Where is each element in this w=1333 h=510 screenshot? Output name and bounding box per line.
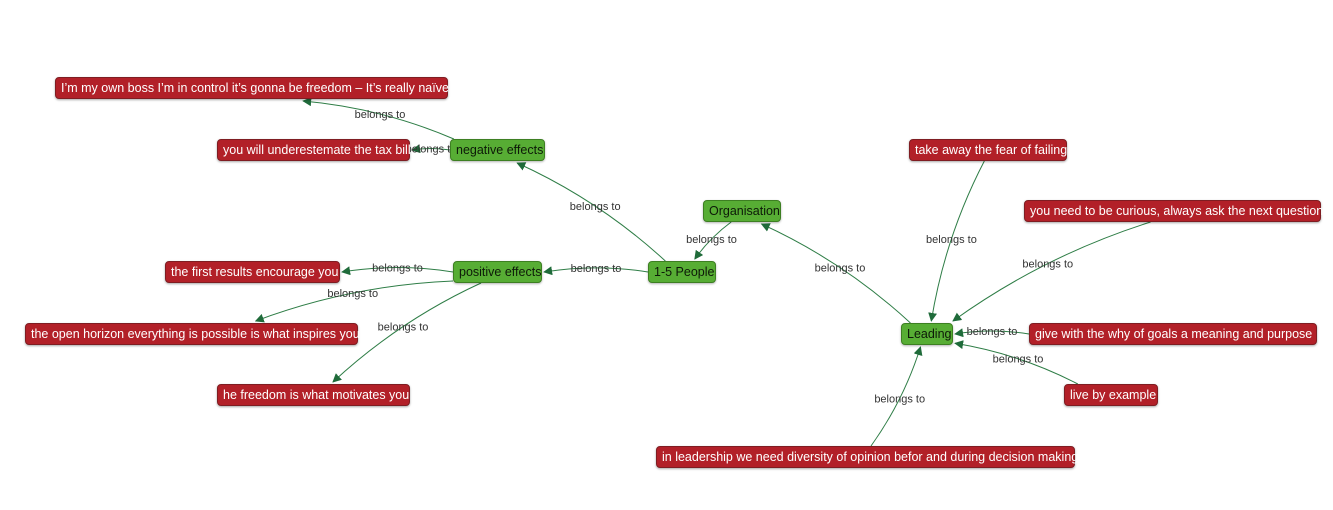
node-leading[interactable]: Leading — [901, 323, 953, 345]
node-curious[interactable]: you need to be curious, always ask the n… — [1024, 200, 1323, 222]
node-fear-failing[interactable]: take away the fear of failing — [909, 139, 1067, 161]
node-organisation[interactable]: Organisation — [703, 200, 781, 222]
edge-label: belongs to — [571, 263, 622, 275]
edge-positive_effects-to-freedom — [332, 282, 482, 383]
node-diversity[interactable]: in leadership we need diversity of opini… — [656, 446, 1078, 468]
edge-label: belongs to — [874, 393, 925, 405]
edge-label: belongs to — [993, 354, 1044, 366]
edge-people-to-negative_effects — [516, 162, 666, 262]
edge-negative_effects-to-own_boss — [302, 97, 455, 140]
edge-label: belongs to — [378, 322, 429, 334]
node-open-horizon[interactable]: the open horizon everything is possible … — [25, 323, 360, 345]
node-tax-bill[interactable]: you will underestemate the tax bill — [217, 139, 411, 161]
edge-label: belongs to — [327, 288, 378, 300]
node-why-goals[interactable]: give with the why of goals a meaning and… — [1029, 323, 1317, 345]
node-people[interactable]: 1-5 People — [648, 261, 716, 283]
edge-label: belongs to — [926, 234, 977, 246]
edge-leading-to-organisation — [760, 223, 911, 324]
edge-label: belongs to — [1022, 259, 1073, 271]
node-first-results[interactable]: the first results encourage you — [165, 261, 340, 283]
edge-diversity-to-leading — [870, 346, 923, 447]
edge-fear_failing-to-leading — [928, 160, 985, 322]
edge-positive_effects-to-first_results — [341, 266, 454, 276]
edge-label: belongs to — [372, 263, 423, 275]
node-live-example[interactable]: live by example — [1064, 384, 1158, 406]
edge-label: belongs to — [967, 326, 1018, 338]
node-negative-effects[interactable]: negative effects — [450, 139, 545, 161]
edge-positive_effects-to-open_horizon — [254, 280, 454, 323]
edge-curious-to-leading — [952, 221, 1151, 322]
edge-label: belongs to — [686, 234, 737, 246]
edge-organisation-to-people — [694, 221, 732, 260]
node-positive-effects[interactable]: positive effects — [453, 261, 542, 283]
edge-why_goals-to-leading — [954, 328, 1030, 338]
edge-label: belongs to — [406, 143, 457, 155]
edge-negative_effects-to-tax_bill — [411, 144, 451, 154]
edge-live_example-to-leading — [954, 340, 1079, 385]
node-freedom[interactable]: he freedom is what motivates you — [217, 384, 410, 406]
edge-label: belongs to — [570, 201, 621, 213]
edge-people-to-positive_effects — [543, 266, 649, 276]
node-own-boss[interactable]: I’m my own boss I’m in control it’s gonn… — [55, 77, 449, 99]
edge-label: belongs to — [355, 109, 406, 121]
edge-label: belongs to — [815, 263, 866, 275]
